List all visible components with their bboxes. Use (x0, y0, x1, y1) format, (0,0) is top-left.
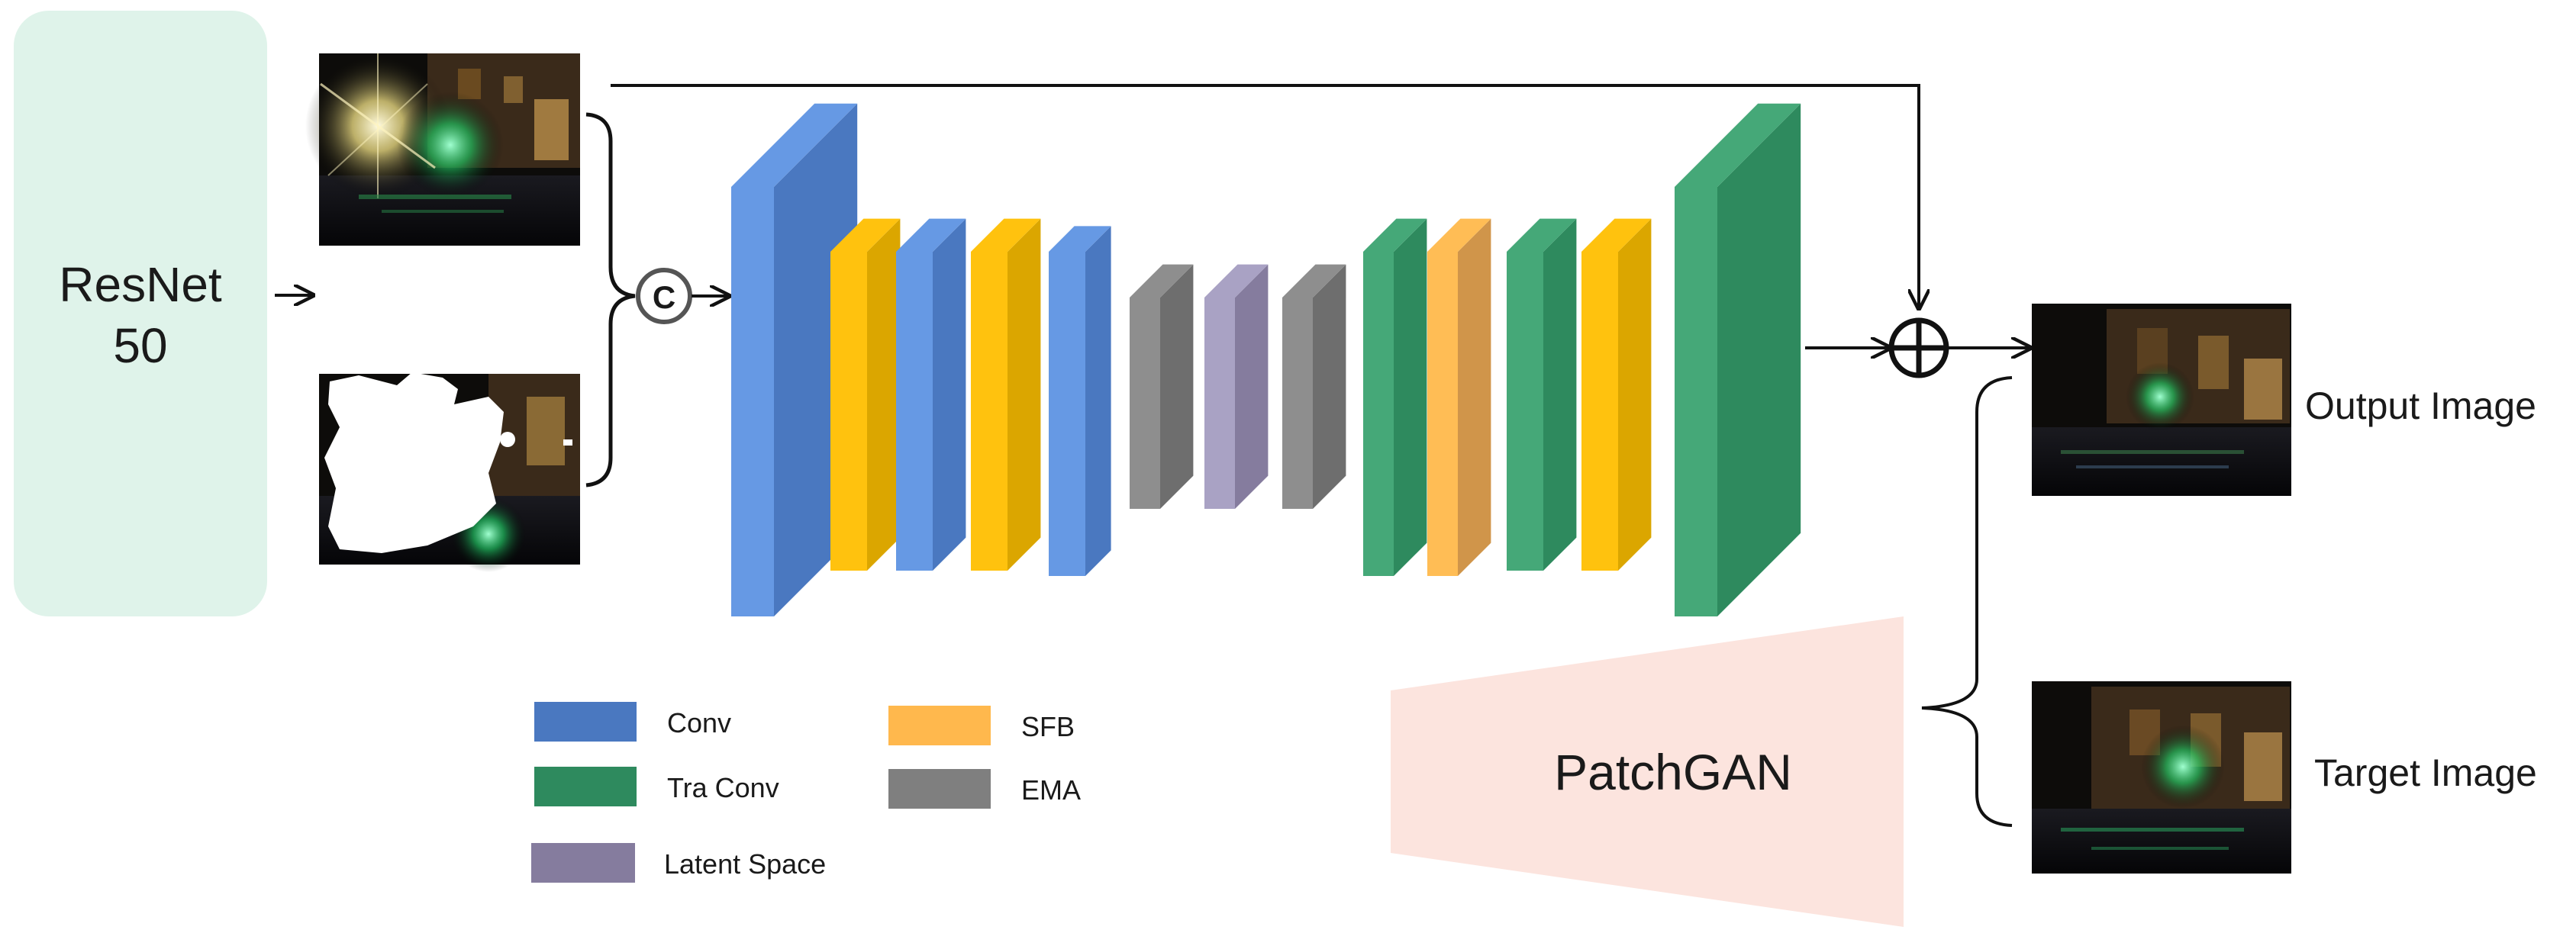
resnet-encoder-block: ResNet 50 (14, 11, 267, 616)
tra-conv-block-front-face (1507, 252, 1543, 571)
discriminator-brace (1921, 376, 2013, 827)
conv-block-side-face (933, 218, 966, 571)
latent-space-block (1204, 264, 1269, 509)
tra-conv-block (1507, 218, 1577, 571)
legend-label: EMA (1021, 774, 1081, 806)
sfb-block-front-face (971, 252, 1008, 571)
tra-conv-block-side-face (1543, 218, 1577, 571)
tra-conv-block-top-face (1507, 218, 1577, 252)
tra-conv-block (1363, 218, 1427, 576)
ema-block-top-face (1282, 264, 1346, 298)
ema-block-side-face (1160, 264, 1194, 509)
sfb-block-side-face (1008, 218, 1041, 571)
conv-block-side-face (1085, 226, 1111, 576)
ema-block (1282, 264, 1346, 509)
tra-conv-block (1675, 103, 1801, 617)
concat-symbol: C (653, 279, 675, 315)
legend-label: SFB (1021, 711, 1075, 742)
conv-block (1049, 226, 1111, 576)
patchgan-discriminator: PatchGAN (1391, 616, 1904, 927)
input-flare-image (305, 53, 580, 246)
sfb-block (1427, 218, 1491, 576)
conv-block-front-face (731, 187, 774, 616)
sfb-block-top-face (830, 218, 901, 252)
input-mask-image (319, 372, 580, 572)
tra-conv-block-side-face (1717, 103, 1801, 617)
legend-swatch (531, 843, 635, 883)
legend-swatch (888, 706, 991, 745)
sfb-block-top-face (1581, 218, 1652, 252)
sfb-block (971, 218, 1041, 571)
conv-block (896, 218, 966, 571)
resnet-label-line1: ResNet (59, 257, 222, 312)
sfb-block-front-face (830, 252, 867, 571)
conv-block-top-face (896, 218, 966, 252)
patchgan-label: PatchGAN (1554, 744, 1792, 800)
ema-block-top-face (1130, 264, 1194, 298)
ema-block-side-face (1313, 264, 1346, 509)
conv-block-top-face (1049, 226, 1111, 252)
skip-connection (611, 84, 1919, 308)
legend-label: Latent Space (664, 848, 826, 880)
sfb-block (1581, 218, 1652, 571)
tra-conv-block-side-face (1394, 218, 1427, 576)
sfb-block-top-face (1427, 218, 1491, 252)
latent-space-block-side-face (1235, 264, 1269, 509)
ema-block-front-face (1130, 298, 1160, 509)
add-circle-icon (1888, 317, 1949, 378)
sfb-block-side-face (1458, 218, 1491, 576)
sfb-block-front-face (1427, 252, 1458, 576)
legend-swatch (534, 702, 637, 742)
legend-swatch (888, 769, 991, 809)
sfb-block-top-face (971, 218, 1041, 252)
latent-space-block-front-face (1204, 298, 1235, 509)
unet-blocks (731, 103, 1801, 617)
legend-label: Conv (667, 707, 731, 738)
input-brace (585, 112, 636, 487)
ema-block-front-face (1282, 298, 1313, 509)
target-image (2032, 681, 2291, 874)
legend-swatch (534, 767, 637, 806)
output-image-label: Output Image (2305, 385, 2536, 427)
sfb-block-side-face (867, 218, 901, 571)
ema-block (1130, 264, 1194, 509)
resnet-label-line2: 50 (113, 318, 167, 373)
sfb-block-side-face (1618, 218, 1652, 571)
conv-block-front-face (1049, 252, 1085, 576)
tra-conv-block-front-face (1363, 252, 1394, 576)
tra-conv-block-top-face (1363, 218, 1427, 252)
sfb-block (830, 218, 901, 571)
concat-operator: C (636, 268, 692, 324)
sfb-block-front-face (1581, 252, 1618, 571)
latent-space-block-top-face (1204, 264, 1269, 298)
tra-conv-block-front-face (1675, 187, 1717, 616)
tra-conv-block-top-face (1675, 103, 1801, 187)
target-image-label: Target Image (2314, 751, 2537, 794)
conv-block-top-face (731, 103, 858, 187)
conv-block-front-face (896, 252, 933, 571)
output-image (2032, 304, 2291, 496)
legend-label: Tra Conv (667, 772, 779, 803)
